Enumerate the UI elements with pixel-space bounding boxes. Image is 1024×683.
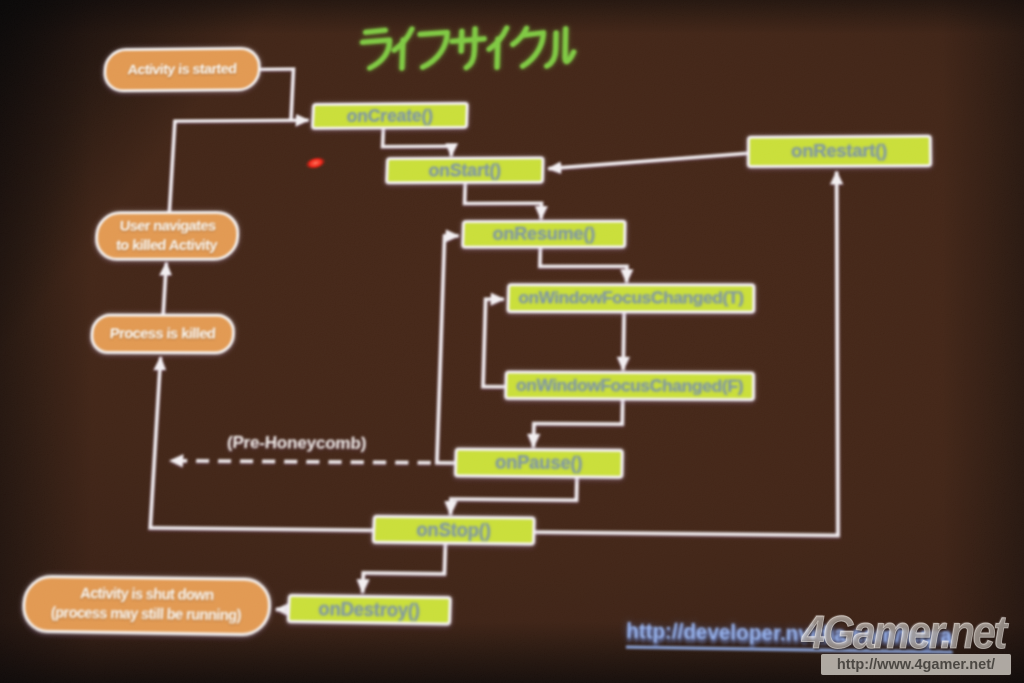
callback-label: onStart()	[428, 159, 502, 180]
callback-oncreate: onCreate()	[310, 101, 469, 130]
callback-label: onCreate()	[346, 105, 434, 126]
callback-onstart: onStart()	[385, 156, 545, 185]
state-label: User navigates to killed Activity	[115, 217, 218, 254]
callback-onwindowfocuschanged-f: onWindowFocusChanged(F)	[503, 370, 756, 402]
callback-label: onResume()	[492, 223, 596, 244]
state-user-navigates: User navigates to killed Activity	[93, 210, 241, 261]
callback-label: onWindowFocusChanged(T)	[518, 288, 744, 308]
state-label: Activity is started	[127, 60, 237, 78]
callback-onstop: onStop()	[371, 514, 536, 546]
4gamer-watermark-logo: 4Gamer.net	[802, 606, 1008, 659]
callback-onwindowfocuschanged-t: onWindowFocusChanged(T)	[506, 283, 756, 314]
state-process-killed: Process is killed	[89, 313, 236, 355]
callback-onrestart: onRestart()	[746, 134, 933, 169]
state-label: Process is killed	[109, 325, 216, 343]
state-label: Activity is shut down (process may still…	[50, 585, 242, 625]
callback-label: onStop()	[416, 518, 492, 541]
callback-label: onRestart()	[791, 140, 888, 161]
callback-onpause: onPause()	[453, 447, 624, 479]
dashed-arrow-label: (Pre-Honeycomb)	[226, 432, 367, 454]
callback-label: onWindowFocusChanged(F)	[515, 375, 744, 396]
callback-label: onDestroy()	[318, 597, 421, 621]
callback-label: onPause()	[494, 451, 583, 474]
callback-ondestroy: onDestroy()	[286, 593, 452, 626]
state-activity-started: Activity is started	[102, 46, 262, 93]
4gamer-watermark-url: http://www.4gamer.net/	[821, 654, 1011, 675]
state-activity-shutdown: Activity is shut down (process may still…	[20, 574, 273, 637]
callback-onresume: onResume()	[461, 219, 627, 249]
